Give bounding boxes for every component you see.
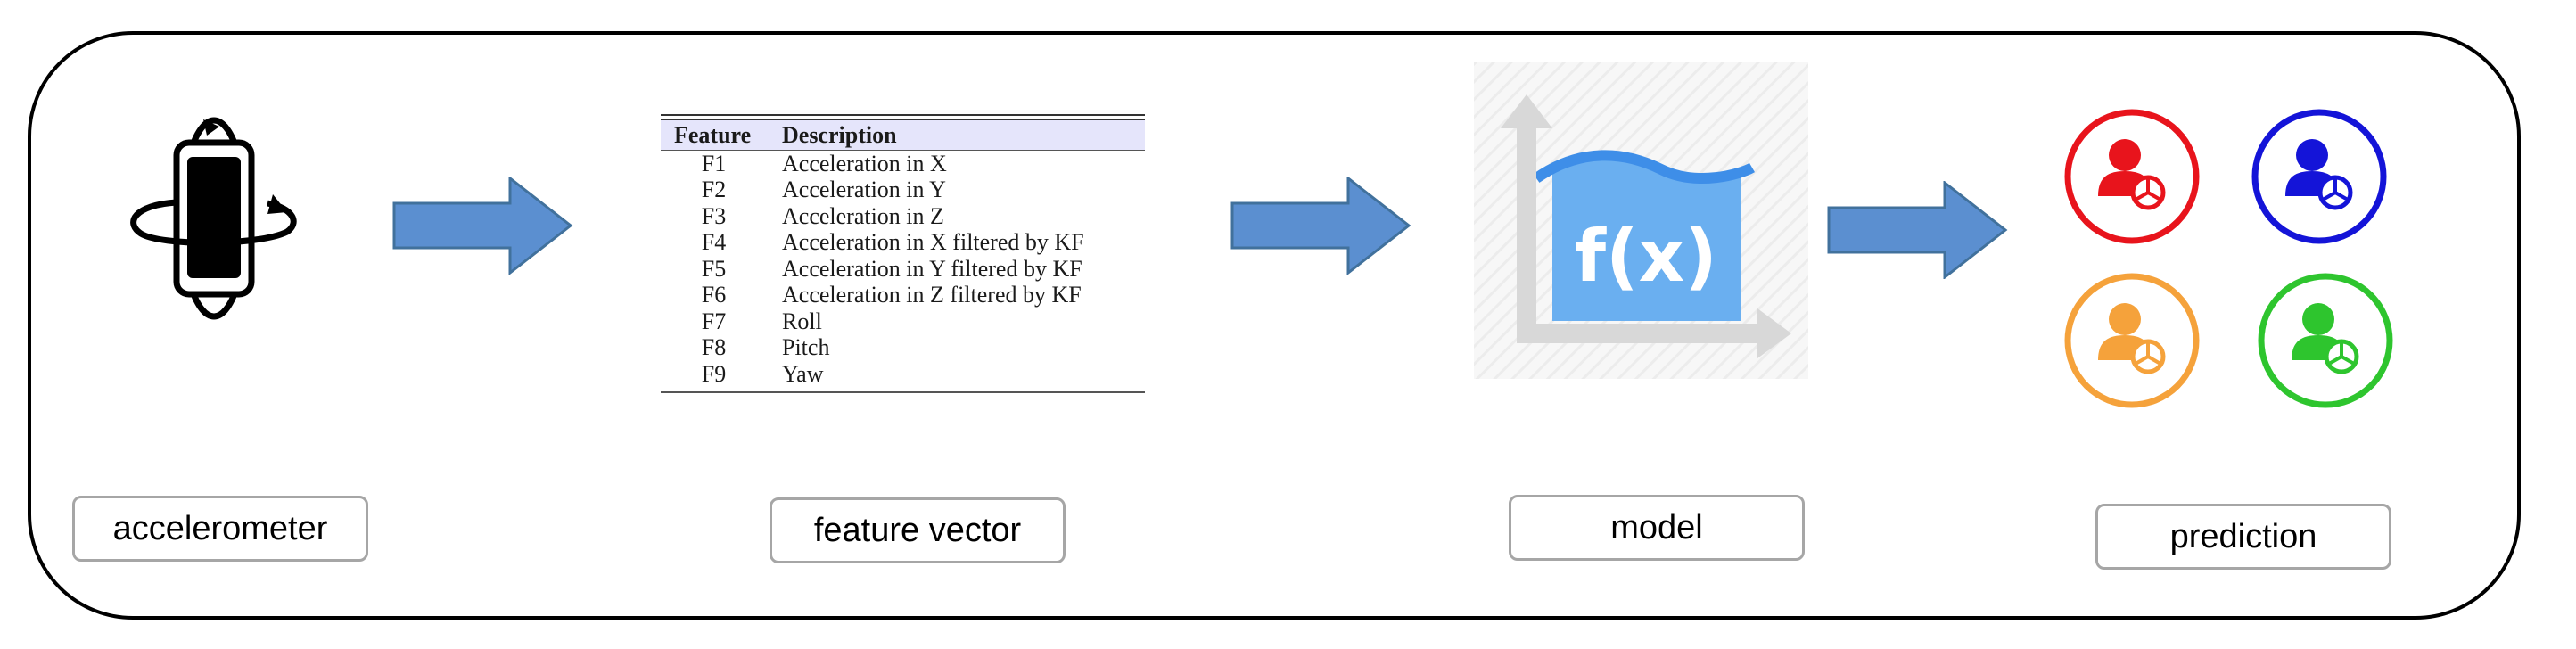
arrow-to-prediction [1827, 181, 2008, 279]
phone-rotation-icon [130, 117, 297, 320]
table-row: F7 Roll [661, 308, 1145, 335]
column-header-feature: Feature [674, 121, 752, 148]
model-function-text: f(x) [1575, 215, 1717, 298]
feature-id: F1 [701, 150, 727, 177]
feature-id: F8 [701, 334, 727, 361]
model-label: model [1509, 495, 1805, 561]
table-row: F8 Pitch [661, 334, 1145, 362]
feature-description: Roll [782, 308, 822, 334]
feature-id: F5 [701, 255, 727, 282]
feature-vector-label: feature vector [770, 497, 1066, 563]
feature-description: Acceleration in X [782, 150, 947, 177]
diagram-frame [28, 31, 2521, 620]
column-header-description: Description [782, 121, 897, 148]
arrow-to-model [1230, 177, 1411, 275]
driver-blue-icon [2251, 109, 2387, 244]
prediction-label: prediction [2095, 504, 2391, 570]
feature-table: Feature Description F1 Acceleration in X… [661, 114, 1145, 393]
table-top-rule [661, 114, 1145, 116]
table-row: F6 Acceleration in Z filtered by KF [661, 282, 1145, 309]
table-bottom-rule [661, 390, 1145, 393]
table-row: F4 Acceleration in X filtered by KF [661, 229, 1145, 257]
arrow-to-feature-vector [392, 177, 573, 275]
feature-description: Acceleration in Y [782, 177, 946, 203]
driver-green-icon [2258, 273, 2393, 408]
feature-description: Yaw [782, 360, 824, 387]
feature-id: F3 [701, 202, 727, 229]
accelerometer-label: accelerometer [72, 496, 368, 562]
feature-id: F4 [701, 229, 727, 256]
feature-id: F6 [701, 282, 727, 308]
table-row: F3 Acceleration in Z [661, 203, 1145, 230]
table-row: F1 Acceleration in X [661, 151, 1145, 177]
feature-id: F2 [701, 177, 727, 203]
feature-id: F9 [701, 360, 727, 387]
function-chart-icon: f(x) [1474, 62, 1808, 379]
feature-description: Acceleration in X filtered by KF [782, 229, 1084, 256]
driver-red-icon [2064, 109, 2200, 244]
table-row: F2 Acceleration in Y [661, 177, 1145, 204]
driver-orange-icon [2064, 273, 2200, 408]
feature-description: Acceleration in Z [782, 202, 944, 229]
table-row: F9 Yaw [661, 361, 1145, 388]
feature-description: Acceleration in Z filtered by KF [782, 282, 1082, 308]
feature-description: Acceleration in Y filtered by KF [782, 255, 1082, 282]
table-header-row: Feature Description [661, 119, 1145, 151]
feature-description: Pitch [782, 334, 830, 361]
table-row: F5 Acceleration in Y filtered by KF [661, 256, 1145, 283]
feature-id: F7 [701, 308, 727, 334]
